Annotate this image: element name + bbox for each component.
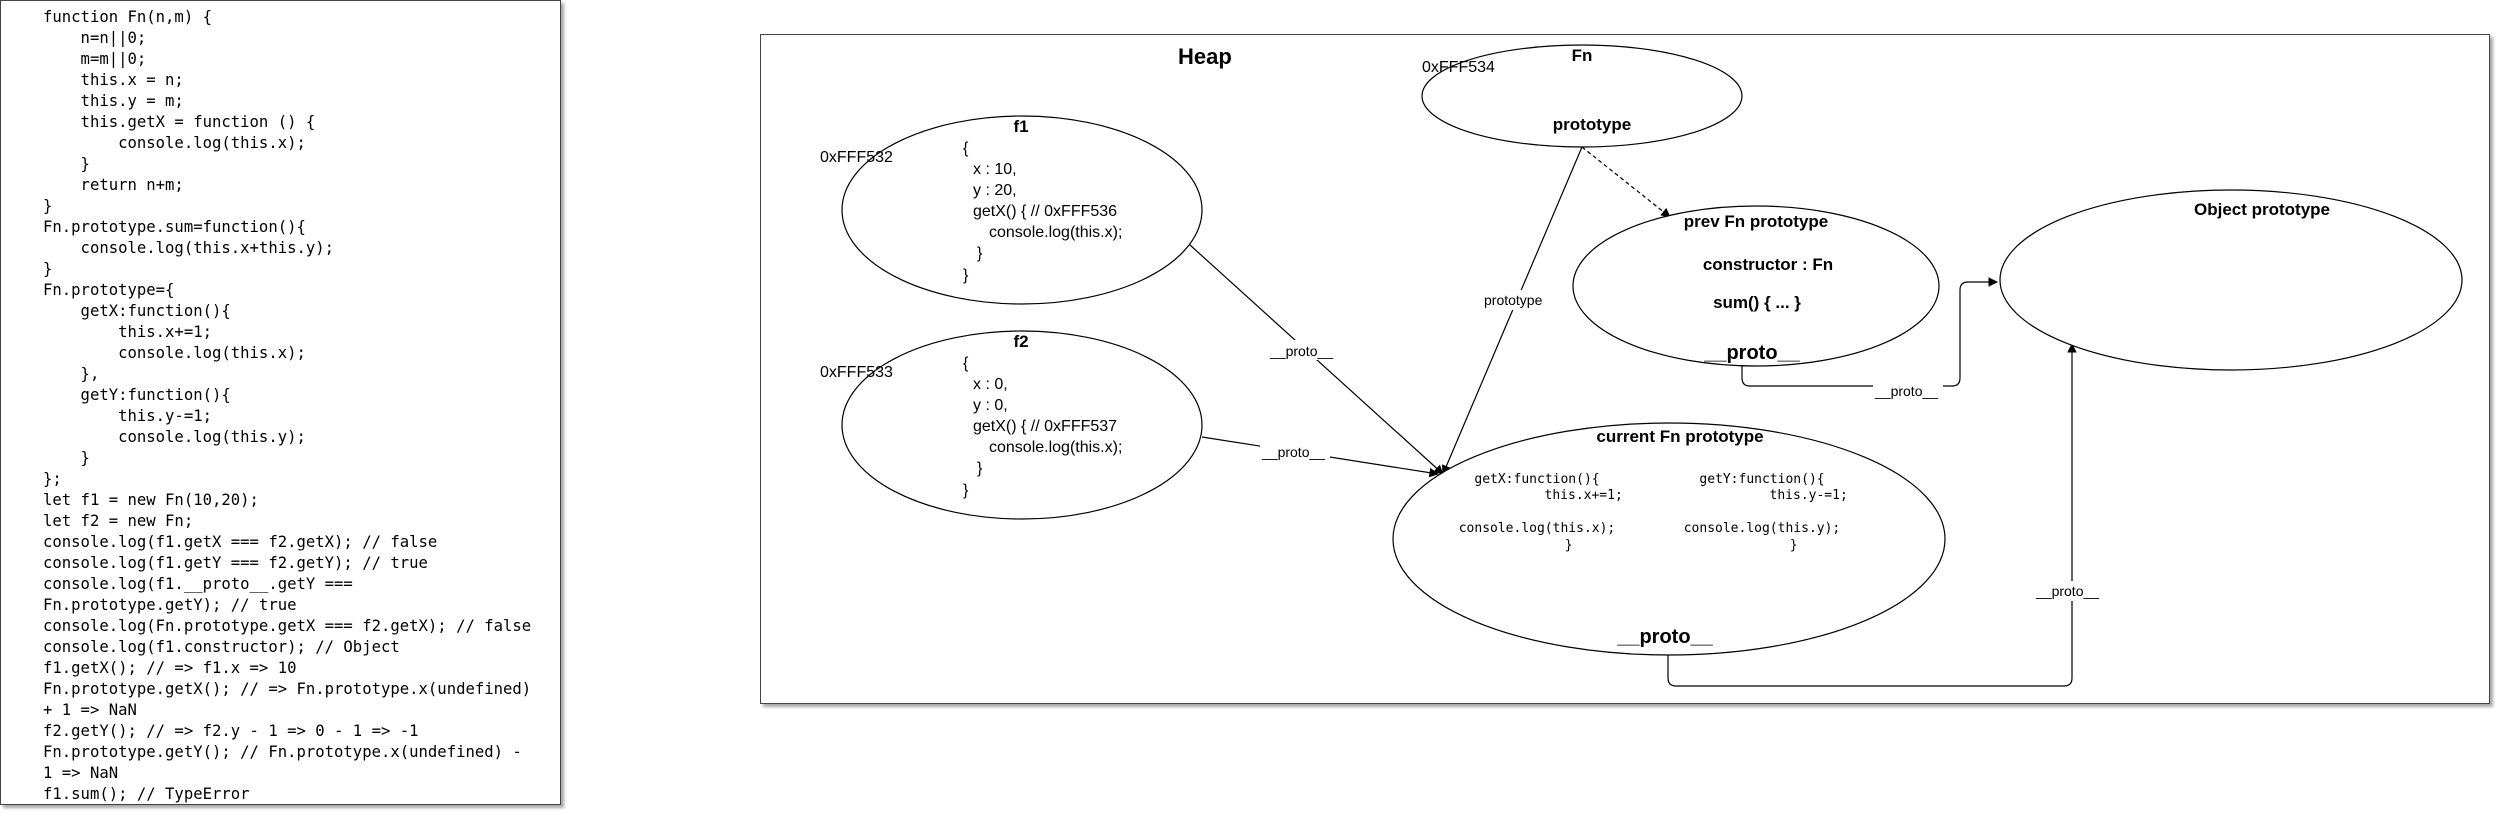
node-prev-title: prev Fn prototype bbox=[1684, 212, 1829, 231]
code-line: }; bbox=[43, 470, 62, 488]
node-object-title: Object prototype bbox=[2194, 200, 2330, 219]
code-line: Fn.prototype.getY); // true bbox=[43, 596, 297, 614]
node-current-gety-0: getY:function(){ bbox=[1699, 472, 1824, 487]
code-line: Fn.prototype={ bbox=[43, 281, 175, 299]
code-listing: function Fn(n,m) { n=n||0; m=m||0; this.… bbox=[43, 7, 563, 805]
node-f1-address: 0xFFF532 bbox=[820, 149, 893, 166]
code-line: this.y-=1; bbox=[43, 407, 212, 425]
edge-prev-proto-object bbox=[1741, 277, 1998, 387]
code-line: Fn.prototype.sum=function(){ bbox=[43, 218, 306, 236]
edge-label-current-proto: __proto__ bbox=[2035, 583, 2099, 599]
code-line: this.x+=1; bbox=[43, 323, 212, 341]
node-current-proto: __proto__ bbox=[1616, 626, 1713, 648]
node-f1-name: f1 bbox=[1013, 117, 1028, 136]
edge-label-f1-proto: __proto__ bbox=[1269, 343, 1333, 359]
node-current-getx-0: getX:function(){ bbox=[1474, 472, 1599, 487]
code-line: this.getX = function () { bbox=[43, 113, 316, 131]
node-f1-line-2: y : 20, bbox=[973, 182, 1017, 199]
code-line: function Fn(n,m) { bbox=[43, 8, 212, 26]
node-prev-constructor: constructor : Fn bbox=[1703, 255, 1833, 274]
node-f2-line-0: { bbox=[963, 355, 969, 372]
code-line: let f1 = new Fn(10,20); bbox=[43, 491, 259, 509]
code-line: console.log(f1.__proto__.getY === bbox=[43, 575, 353, 593]
node-f2-address: 0xFFF533 bbox=[820, 364, 893, 381]
node-object-prototype: Object prototype bbox=[1999, 189, 2463, 371]
code-line: } bbox=[43, 260, 53, 278]
node-f2-line-6: } bbox=[963, 482, 969, 499]
node-prev-fn-prototype: prev Fn prototype constructor : Fn sum()… bbox=[1572, 205, 1940, 367]
node-f2-line-2: y : 0, bbox=[973, 397, 1008, 414]
code-line: }, bbox=[43, 365, 100, 383]
code-line: console.log(Fn.prototype.getX === f2.get… bbox=[43, 617, 532, 635]
edge-fn-prev-prototype bbox=[1581, 146, 1671, 218]
code-line: console.log(this.x+this.y); bbox=[43, 239, 335, 257]
node-fn-address: 0xFFF534 bbox=[1422, 59, 1495, 76]
code-line: getY:function(){ bbox=[43, 386, 231, 404]
node-f2-line-4: console.log(this.x); bbox=[989, 439, 1122, 456]
code-line: console.log(f1.getX === f2.getX); // fal… bbox=[43, 533, 438, 551]
code-line: } bbox=[43, 197, 53, 215]
code-line: n=n||0; bbox=[43, 29, 147, 47]
node-f1-line-5: } bbox=[977, 245, 983, 262]
node-current-getx-4: } bbox=[1533, 538, 1572, 553]
code-line: } bbox=[43, 155, 90, 173]
node-current-getx-3: console.log(this.x); bbox=[1459, 521, 1616, 536]
node-f1-line-0: { bbox=[963, 140, 969, 157]
node-f1-line-3: getX() { // 0xFFF536 bbox=[973, 203, 1117, 220]
edge-current-proto-object bbox=[1667, 343, 2077, 687]
node-f2: f2 0xFFF533 { x : 0, y : 0, getX() { // … bbox=[820, 330, 1203, 520]
code-line: console.log(f1.getY === f2.getY); // tru… bbox=[43, 554, 428, 572]
node-current-getx-1: this.x+=1; bbox=[1513, 488, 1623, 503]
code-line: 1 => NaN bbox=[43, 764, 119, 782]
node-current-fn-prototype: current Fn prototype getX:function(){ th… bbox=[1392, 422, 1946, 656]
code-line: m=m||0; bbox=[43, 50, 147, 68]
code-line: console.log(this.x); bbox=[43, 134, 306, 152]
node-current-gety-3: console.log(this.y); bbox=[1684, 521, 1841, 536]
node-f1-line-6: } bbox=[963, 267, 969, 284]
code-line: + 1 => NaN bbox=[43, 701, 137, 719]
node-prev-proto: __proto__ bbox=[1703, 342, 1800, 364]
code-line: return n+m; bbox=[43, 176, 184, 194]
code-line: f1.getX(); // => f1.x => 10 bbox=[43, 659, 297, 677]
node-current-gety-1: this.y-=1; bbox=[1738, 488, 1848, 503]
heap-title: Heap bbox=[1178, 44, 1232, 69]
node-f1-line-4: console.log(this.x); bbox=[989, 224, 1122, 241]
code-line: } bbox=[43, 449, 90, 467]
code-line: f1.sum(); // TypeError bbox=[43, 785, 250, 803]
node-f2-line-1: x : 0, bbox=[973, 376, 1008, 393]
node-current-title: current Fn prototype bbox=[1596, 427, 1763, 446]
node-current-gety-4: } bbox=[1758, 538, 1797, 553]
code-line: this.x = n; bbox=[43, 71, 184, 89]
node-f2-line-3: getX() { // 0xFFF537 bbox=[973, 418, 1117, 435]
edge-label-fn-prototype: prototype bbox=[1484, 292, 1543, 308]
edge-label-prev-proto: __proto__ bbox=[1874, 383, 1938, 399]
code-line: getX:function(){ bbox=[43, 302, 231, 320]
code-line: console.log(this.x); bbox=[43, 344, 306, 362]
code-line: this.y = m; bbox=[43, 92, 184, 110]
edge-fn-prototype bbox=[1441, 146, 1583, 475]
code-line: Fn.prototype.getX(); // => Fn.prototype.… bbox=[43, 680, 532, 698]
node-fn-name: Fn bbox=[1572, 46, 1593, 65]
node-f1-line-1: x : 10, bbox=[973, 161, 1017, 178]
code-line: console.log(f1.constructor); // Object bbox=[43, 638, 400, 656]
code-line: let f2 = new Fn; bbox=[43, 512, 194, 530]
code-panel: function Fn(n,m) { n=n||0; m=m||0; this.… bbox=[0, 0, 561, 805]
code-line: Fn.prototype.getY(); // Fn.prototype.x(u… bbox=[43, 743, 522, 761]
node-f2-name: f2 bbox=[1013, 332, 1028, 351]
code-line: console.log(this.y); bbox=[43, 428, 306, 446]
edge-label-f2-proto: __proto__ bbox=[1261, 444, 1325, 460]
node-f1: f1 0xFFF532 { x : 10, y : 20, getX() { /… bbox=[820, 115, 1203, 305]
code-line: f2.getY(); // => f2.y - 1 => 0 - 1 => -1 bbox=[43, 722, 419, 740]
node-fn: Fn 0xFFF534 prototype bbox=[1421, 44, 1743, 148]
node-prev-sum: sum() { ... } bbox=[1713, 293, 1801, 312]
node-fn-prototype-label: prototype bbox=[1553, 115, 1631, 134]
node-f2-line-5: } bbox=[977, 460, 983, 477]
